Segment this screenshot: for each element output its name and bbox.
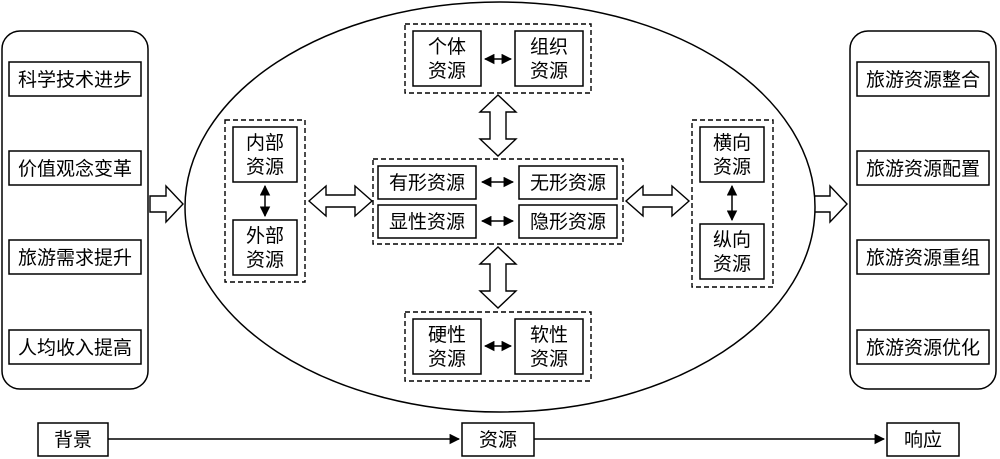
bottom-box-b-line1: 软性 (530, 324, 568, 346)
left-box-a-line1: 内部 (246, 132, 284, 154)
left-item-box (8, 150, 142, 186)
right-item-box (856, 239, 990, 275)
bottom-box-a (412, 318, 482, 375)
right-item-1: 旅游资源整合 (866, 69, 980, 91)
bottom-group: 硬性 资源 软性 资源 (404, 311, 592, 382)
left-item-2: 价值观念变革 (18, 157, 132, 180)
top-group-dashed (404, 23, 592, 94)
bottom-box-b-line2: 资源 (530, 348, 568, 370)
flow-end: 响应 (904, 429, 942, 451)
bottom-flow: 背景 资源 响应 (37, 422, 960, 457)
bottom-box-a-line2: 资源 (428, 348, 466, 370)
middle-box-r1b (518, 165, 618, 200)
middle-box-r2b (518, 204, 618, 239)
right-item-box (856, 329, 990, 365)
left-item-1: 科学技术进步 (18, 69, 132, 91)
left-panel: 科学技术进步 价值观念变革 旅游需求提升 人均收入提高 (1, 30, 149, 390)
left-box-a (232, 126, 298, 183)
top-box-b-line2: 资源 (530, 60, 568, 82)
top-box-a-line1: 个体 (428, 36, 466, 58)
middle-r1a: 有形资源 (389, 172, 465, 194)
middle-r2b: 隐形资源 (530, 211, 606, 233)
right-item-2: 旅游资源配置 (866, 158, 980, 180)
right-box-b (699, 223, 765, 280)
top-box-b (514, 30, 584, 87)
left-item-3: 旅游需求提升 (18, 247, 132, 269)
flow-middle: 资源 (479, 429, 517, 451)
left-fat-arrow (149, 184, 184, 224)
top-box-b-line1: 组织 (530, 36, 568, 58)
left-item-box (8, 239, 142, 275)
middle-group-dashed (372, 158, 624, 245)
right-item-box (856, 61, 990, 97)
right-item-box (856, 150, 990, 186)
middle-r2a: 显性资源 (389, 211, 465, 233)
right-item-4: 旅游资源优化 (866, 337, 980, 359)
left-group-dashed (224, 119, 306, 283)
middle-group: 有形资源 无形资源 显性资源 隐形资源 (372, 158, 624, 245)
right-box-b-line2: 资源 (713, 253, 751, 275)
bottom-box-b (514, 318, 584, 375)
right-panel-frame (849, 30, 997, 390)
top-box-a (412, 30, 482, 87)
left-box-a-line2: 资源 (246, 156, 284, 178)
middle-box-r1a (377, 165, 477, 200)
right-group: 横向 资源 纵向 资源 (691, 119, 774, 288)
left-item-4: 人均收入提高 (18, 337, 132, 359)
top-box-a-line2: 资源 (428, 60, 466, 82)
left-box-b-line1: 外部 (246, 225, 284, 247)
right-box-b-line1: 纵向 (713, 229, 751, 251)
middle-box-r2a (377, 204, 477, 239)
bottom-group-dashed (404, 311, 592, 382)
left-group: 内部 资源 外部 资源 (224, 119, 306, 283)
right-box-a-line1: 横向 (713, 132, 751, 154)
bottom-vertical-fat-arrow (478, 246, 518, 309)
central-ellipse (184, 1, 816, 413)
flow-start: 背景 (54, 429, 92, 451)
right-fat-arrow (813, 184, 848, 224)
right-item-3: 旅游资源重组 (866, 247, 980, 269)
left-box-b (232, 219, 298, 276)
left-box-b-line2: 资源 (246, 249, 284, 271)
top-vertical-fat-arrow (478, 94, 518, 157)
right-horizontal-fat-arrow (624, 184, 691, 218)
middle-r1b: 无形资源 (530, 172, 606, 194)
bottom-box-a-line1: 硬性 (428, 324, 466, 346)
right-group-dashed (691, 119, 774, 288)
left-panel-frame (1, 30, 149, 390)
flow-end-box (886, 422, 960, 457)
left-item-box (8, 61, 142, 97)
right-panel: 旅游资源整合 旅游资源配置 旅游资源重组 旅游资源优化 (849, 30, 997, 390)
right-box-a (699, 126, 765, 183)
flow-start-box (37, 422, 109, 457)
left-item-box (8, 329, 142, 365)
right-box-a-line2: 资源 (713, 156, 751, 178)
top-group: 个体 资源 组织 资源 (404, 23, 592, 94)
left-horizontal-fat-arrow (307, 184, 374, 218)
